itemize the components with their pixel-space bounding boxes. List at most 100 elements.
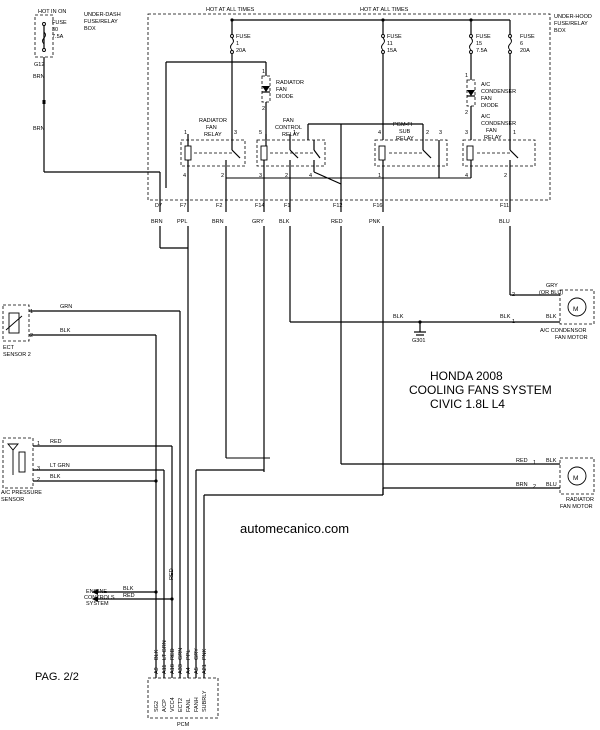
pcm-pin-wire: PPL [186,650,192,660]
hood-box-label-2: FUSE/RELAY [554,21,588,27]
connector-f14: F14 [255,203,264,209]
g12-connector-label: G12 [34,62,44,68]
fuse-1-label: FUSE [236,34,251,40]
pcm-pin-wire: RED [170,648,176,660]
fuse-6 [508,20,512,140]
rad-relay-pin-1: 1 [184,130,187,136]
fc-relay-pin-5: 5 [259,130,262,136]
connector-f2: F2 [216,203,222,209]
acc-relay-label-4: RELAY [484,135,502,141]
wire-blk-rad: BLK [546,458,557,464]
pgm-relay-pin-1: 1 [378,173,381,179]
pcm-pin-number: A11 [162,665,168,674]
wire-blk-f1: BLK [279,219,290,225]
fuse-30-label: FUSE [52,20,67,26]
wire-blk-ground: BLK [393,314,404,320]
wire-blu-rad: BLU [546,482,557,488]
connector-d7: D7 [155,203,162,209]
splice-point [42,100,46,104]
hood-box-label-3: BOX [554,28,566,34]
pcm-label: PCM [177,722,190,728]
fuse-1-number: 1 [236,41,239,47]
rad-diode-pin-2: 2 [262,106,265,112]
rad-motor-label-2: FAN MOTOR [560,504,593,510]
connector-f12: F12 [333,203,342,209]
radiator-fan-relay [180,134,246,172]
pcm-pin-number: A21 [202,664,208,674]
wire-red-rad: RED [516,458,528,464]
ac-diode-pin-2: 2 [465,110,468,116]
pcm-pin-function: A/CP [162,699,168,712]
pcm-pin-number: A9 [154,667,160,674]
hot-at-all-times-label-1: HOT AT ALL TIMES [206,7,255,13]
pcm-pin-function: FANH [194,697,200,712]
wire-brn-rad: BRN [516,482,528,488]
wire-or-blu: (OR BLU) [539,290,563,296]
wire-blk-ecs: BLK [123,586,134,592]
fc-relay-pin-1: 1 [293,130,296,136]
title-line-3: CIVIC 1.8L L4 [430,397,505,411]
wire-blu-f11: BLU [499,219,510,225]
pcm-pin-wire: GRY [194,648,200,660]
ground-label: G301 [412,338,425,344]
rad-relay-label-1: RADIATOR [199,118,227,124]
cond-motor-symbol: M [573,306,578,313]
pcm-pin-wire: PNK [202,648,208,660]
ecs-label-3: SYSTEM [86,601,109,607]
ac-diode-label-4: DIODE [481,103,499,109]
rm-pin-2: 2 [533,484,536,490]
wire-blk-cond: BLK [500,314,511,320]
pcm-pin-function: FANL [186,698,192,712]
ac-condensor-fan-motor: M [559,289,595,325]
radiator-fan-diode [165,61,271,188]
fuse-1 [230,20,234,140]
pcm-pin-function: SUBRLY [202,690,208,712]
under-dash-fuse-box [34,14,54,58]
ac-condenser-fan-diode [466,70,476,140]
ac-diode-pin-1: 1 [465,73,468,79]
radiator-fan-motor: M [559,457,595,495]
ect-pin-1: 1 [30,309,33,315]
pcm-pin-number: A18 [170,664,176,674]
ac-condenser-fan-relay [462,139,536,200]
pcm-pin-number: A33 [178,664,184,674]
pgm-relay-label-2: SUB [399,129,411,135]
ac-diode-label-2: CONDENSER [481,89,516,95]
pcm-pin-number: A5 [194,667,200,674]
rad-relay-pin-2: 2 [221,173,224,179]
rad-motor-label-1: RADIATOR [566,497,594,503]
rad-motor-symbol: M [573,475,578,482]
pcm-module [147,677,219,719]
wire-blk-ect: BLK [60,328,71,334]
wire-blk-cond-2: BLK [546,314,557,320]
pgm-relay-pin-4: 4 [378,130,381,136]
pcm-pin-wire: BLK [154,649,160,660]
wire-red-f12: RED [331,219,343,225]
acc-relay-pin-4: 4 [465,173,468,179]
wire-ppl-f7: PPL [177,219,187,225]
wire-red-vertical: RED [169,568,175,580]
pcm-pin-function: VCC4 [170,697,176,712]
fuse-15-number: 15 [476,41,482,47]
ect-label-1: ECT [3,345,15,351]
rad-diode-pin-1: 1 [262,69,265,75]
ground-g301 [414,320,426,336]
cm-pin-2: 2 [512,292,515,298]
pgm-relay-pin-2: 2 [426,130,429,136]
ac-diode-label-1: A/C [481,82,490,88]
rad-relay-label-3: RELAY [204,132,222,138]
rad-diode-label-3: DIODE [276,94,294,100]
ac-pressure-sensor [2,437,34,489]
ac-diode-label-3: FAN [481,96,492,102]
fuse-6-rating: 20A [520,48,530,54]
dash-box-label-1: UNDER-DASH [84,12,121,18]
wire-blk-acp: BLK [50,474,61,480]
fuse-30-number: 30 [52,27,58,33]
pcm-pin-number: A4 [186,667,192,674]
fuse-1-rating: 20A [236,48,246,54]
acc-relay-label-1: A/C [481,114,490,120]
cond-motor-label-1: A/C CONDENSOR [540,328,586,334]
wire-gry-cond: GRY [546,283,558,289]
